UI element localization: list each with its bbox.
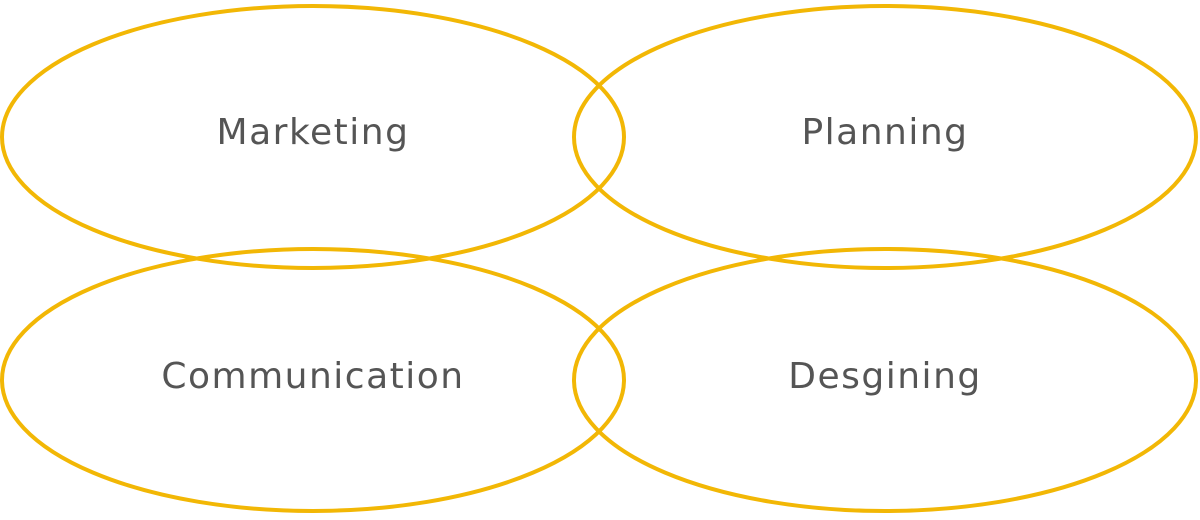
planning-label: Planning	[801, 112, 969, 153]
communication-ellipse	[0, 247, 626, 513]
marketing-label: Marketing	[216, 112, 410, 153]
designing-label: Desgining	[788, 356, 982, 397]
communication-label: Communication	[161, 356, 465, 397]
designing-ellipse	[572, 247, 1198, 513]
planning-ellipse	[572, 4, 1198, 270]
marketing-ellipse	[0, 4, 626, 270]
